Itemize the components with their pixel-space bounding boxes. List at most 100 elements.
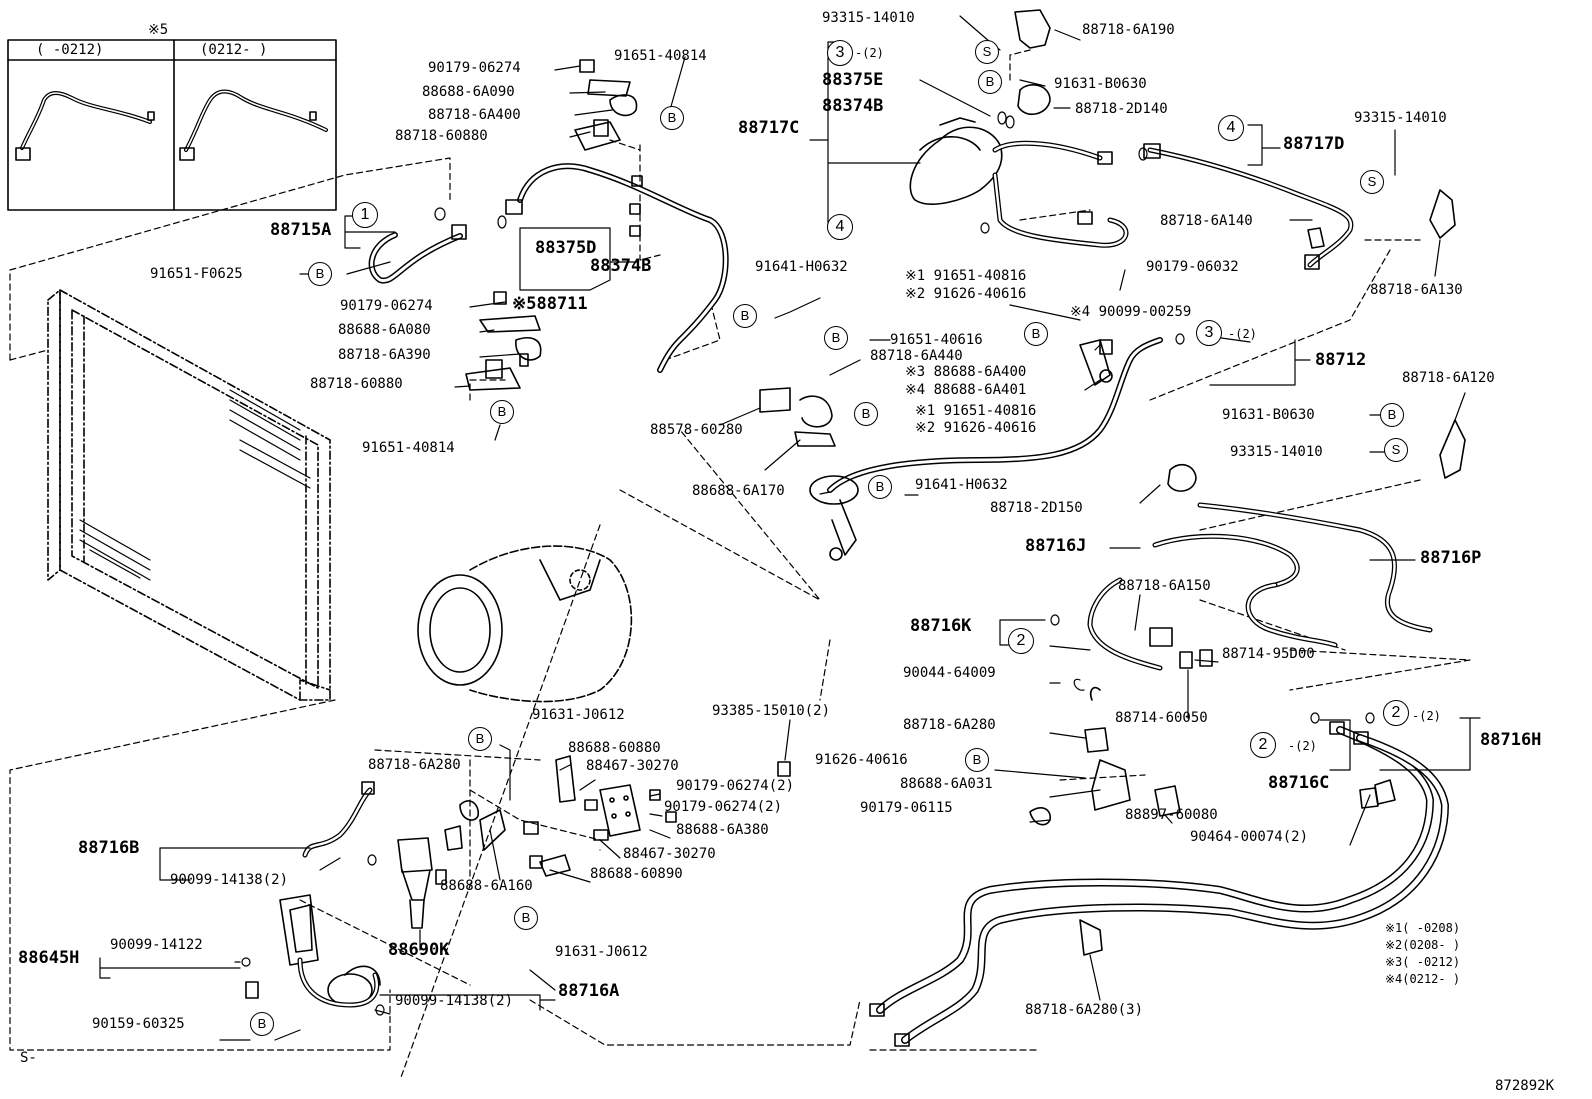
quantity-tag: -(2) [1288, 739, 1317, 753]
part-label: 88718-2D150 [990, 500, 1083, 516]
part-label: 88688-6A170 [692, 483, 785, 499]
clips-top-right [1014, 9, 1466, 492]
part-label: 91631-J0612 [532, 707, 625, 723]
part-label: 88718-6A120 [1402, 370, 1495, 386]
part-label: 90179-06274(2) [676, 778, 795, 794]
condenser-fins [79, 389, 311, 581]
part-label: 88718-6A400 [428, 107, 521, 123]
brackets-mid-right [1029, 686, 1396, 826]
part-label: 93315-14010 [1230, 444, 1323, 460]
part-label: 90044-64009 [903, 665, 996, 681]
part-label: 91651-F0625 [150, 266, 243, 282]
part-label: 88716H [1480, 730, 1542, 750]
part-label: 88467-30270 [586, 758, 679, 774]
part-label: 88717D [1283, 134, 1345, 154]
part-label: 93385-15010(2) [712, 703, 831, 719]
part-label: 88718-6A190 [1082, 22, 1175, 38]
part-label: 91651-40814 [362, 440, 455, 456]
part-label: 88716C [1268, 773, 1330, 793]
part-label: 88897-60080 [1125, 807, 1218, 823]
callout-three: 3 [827, 40, 853, 66]
compressor [417, 545, 633, 703]
footer-left-code: S- [20, 1050, 37, 1066]
part-label: 88718-6A390 [338, 347, 431, 363]
callout-b: B [660, 106, 684, 130]
part-label: 90464-00074(2) [1190, 829, 1309, 845]
part-label: 88715A [270, 220, 332, 240]
part-label: 88716J [1025, 536, 1087, 556]
part-label: 90099-14138(2) [170, 872, 289, 888]
part-label: 88714-95D00 [1222, 646, 1315, 662]
part-label: 88716B [78, 838, 140, 858]
dashed-leaders [9, 49, 1471, 1081]
part-label: 90179-06274 [340, 298, 433, 314]
callout-b: B [468, 727, 492, 751]
inset-left-range: ( -0212) [36, 42, 104, 58]
callout-two: 2 [1008, 628, 1034, 654]
callout-b: B [1024, 322, 1048, 346]
part-label: 88718-6A280(3) [1025, 1002, 1144, 1018]
callout-b: B [965, 748, 989, 772]
hose-88716J-P [1152, 502, 1433, 648]
quantity-tag: -(2) [855, 46, 884, 60]
callout-b: B [978, 70, 1002, 94]
part-label: 88718-6A130 [1370, 282, 1463, 298]
part-label: 88467-30270 [623, 846, 716, 862]
part-label: 88688-6A090 [422, 84, 515, 100]
part-label: 88714-60050 [1115, 710, 1208, 726]
part-label: 88718-6A150 [1118, 578, 1211, 594]
part-label: 88718-6A440 [870, 348, 963, 364]
callout-b: B [824, 326, 848, 350]
brackets-top-left [465, 59, 643, 391]
part-label: 90099-14122 [110, 937, 203, 953]
callout-b: B [733, 304, 757, 328]
part-label: 90159-60325 [92, 1016, 185, 1032]
part-label: 90179-06115 [860, 800, 953, 816]
part-label: 88578-60280 [650, 422, 743, 438]
callout-b: B [490, 400, 514, 424]
part-label: 88688-60880 [568, 740, 661, 756]
callout-b: B [308, 262, 332, 286]
quantity-tag: -(2) [1228, 327, 1257, 341]
part-label: 88718-2D140 [1075, 101, 1168, 117]
callout-four: 4 [1218, 115, 1244, 141]
part-label: 91631-B0630 [1054, 76, 1147, 92]
part-label: 91651-40814 [614, 48, 707, 64]
part-label: 91641-H0632 [915, 477, 1008, 493]
part-label: ※1 91651-40816 [915, 403, 1037, 419]
part-label: ※4 90099-00259 [1070, 304, 1192, 320]
part-label: 88716A [558, 981, 620, 1001]
part-label: ※2 91626-40616 [905, 286, 1027, 302]
part-label: 88718-6A280 [903, 717, 996, 733]
part-label: 91626-40616 [815, 752, 908, 768]
hose-88716K [1087, 577, 1213, 671]
part-label: 88712 [1315, 350, 1367, 370]
callout-s: S [1384, 438, 1408, 462]
part-label: 88718-6A140 [1160, 213, 1253, 229]
part-label: 88374B [590, 256, 652, 276]
legend-item: ※2(0208- ) [1385, 938, 1461, 952]
part-label: 90179-06032 [1146, 259, 1239, 275]
hose-88716H-C [869, 721, 1449, 1047]
part-label: ※4 88688-6A401 [905, 382, 1027, 398]
part-label: 88718-60880 [395, 128, 488, 144]
hose-88711 [505, 163, 729, 373]
leader-lines [99, 15, 1481, 1041]
part-label: 88718-60880 [310, 376, 403, 392]
part-label: 88690K [388, 940, 450, 960]
callout-b: B [1380, 403, 1404, 427]
callout-four: 4 [827, 214, 853, 240]
footer-right-code: 872892K [1495, 1078, 1555, 1094]
part-label: ※3 88688-6A400 [905, 364, 1027, 380]
part-label: 88716K [910, 616, 972, 636]
part-label: ※2 91626-40616 [915, 420, 1037, 436]
legend-item: ※1( -0208) [1385, 921, 1461, 935]
hose-88717D [1143, 143, 1354, 270]
hose-88715A [368, 224, 467, 284]
part-label: 90179-06274(2) [664, 799, 783, 815]
part-label: 88645H [18, 948, 80, 968]
part-label: 91631-J0612 [555, 944, 648, 960]
part-label: 90179-06274 [428, 60, 521, 76]
